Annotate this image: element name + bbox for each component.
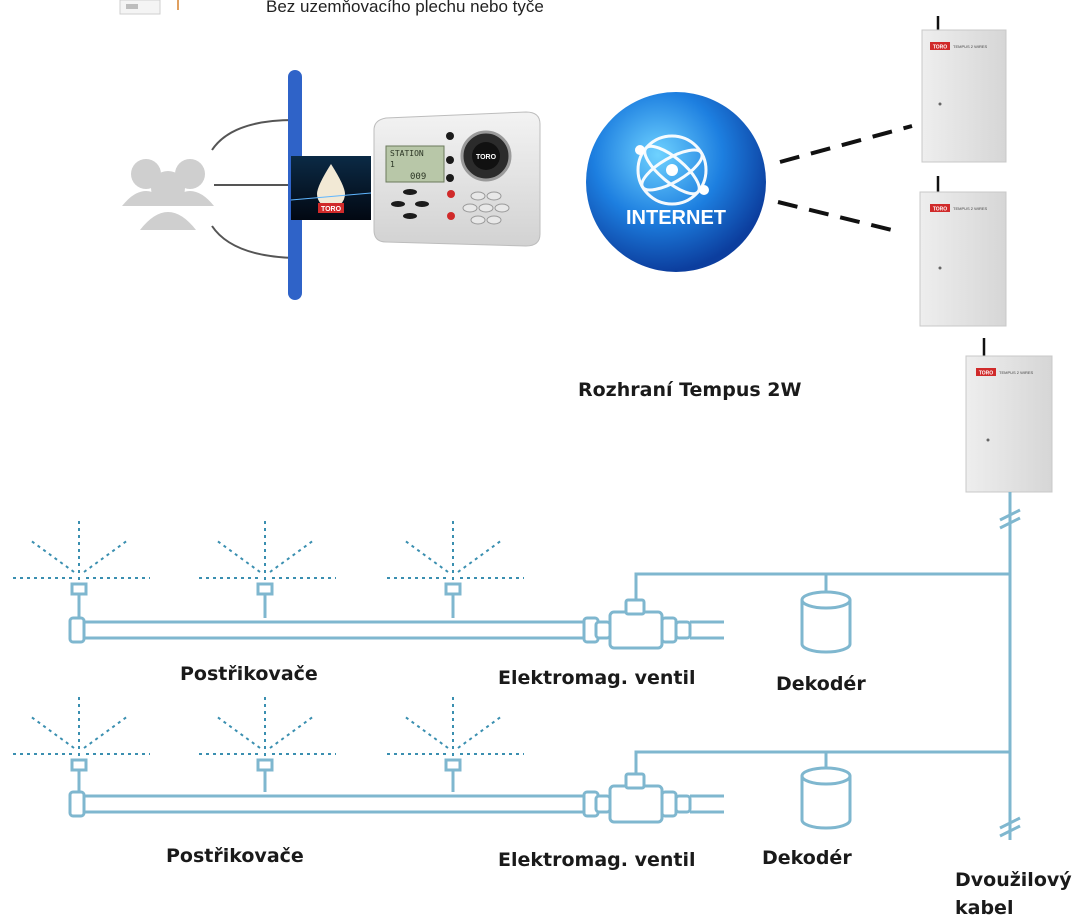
box1-model: TEMPUS 2 WIRES [953,44,988,49]
zone1-solenoid-valve-icon [608,598,724,650]
zone1-sprinkler-2 [196,520,336,618]
zone1-sprinkler-1 [10,520,150,618]
header-thumbnail-icon [119,0,179,15]
zone2-solenoid-valve-icon [608,772,724,824]
zone2-valve-label: Elektromag. ventil [498,849,695,871]
tempus-box-1: TORO TEMPUS 2 WIRES [921,16,1007,163]
zone1-sprinklers-label: Postřikovače [180,663,318,685]
zone2-sprinkler-2 [196,696,336,792]
box3-model: TEMPUS 2 WIRES [999,370,1034,375]
zone2-signal-wires [634,750,1010,776]
zone-1: Postřikovače Elektromag. ventil Dekodér [10,520,1010,695]
box2-brand: TORO [933,207,947,213]
users-icon [122,159,214,230]
controller-buttons [391,132,454,219]
zone2-decoder-label: Dekodér [762,847,852,869]
drop-brand-label: TORO [321,206,342,213]
internet-label: INTERNET [626,207,726,229]
water-drop-tile: TORO [290,156,372,220]
user-connector-wires [211,119,295,259]
display-line3: 009 [410,172,426,182]
zone2-decoder-icon [800,766,852,830]
zone1-sprinkler-3 [384,520,524,618]
zone1-signal-wires [634,572,1010,602]
box2-model: TEMPUS 2 WIRES [953,206,988,211]
display-line2: 1 [390,160,395,169]
two-wire-cable [999,492,1021,840]
zone2-sprinkler-3 [384,696,524,792]
zone1-pipe [68,616,612,644]
cable-label-line2: kabel [955,897,1013,919]
zone2-pipe [68,790,612,818]
dial-brand-label: TORO [476,154,497,161]
zone1-decoder-label: Dekodér [776,673,866,695]
wireless-links [777,124,913,234]
zone2-sprinklers-label: Postřikovače [166,845,304,867]
tempus-box-3: TORO TEMPUS 2 WIRES [965,338,1053,493]
controller-display [385,145,445,183]
internet-globe: INTERNET [586,92,766,272]
zone1-valve-label: Elektromag. ventil [498,667,695,689]
zone1-decoder-icon [800,590,852,654]
tempus-box-2: TORO TEMPUS 2 WIRES [919,176,1007,327]
box1-brand: TORO [933,45,947,51]
cable-label-line1: Dvoužilový [955,869,1072,891]
network-icon [636,134,708,206]
header-note: Bez uzemňovacího plechu nebo tyče [266,0,544,16]
tempus-interface-label: Rozhraní Tempus 2W [578,379,802,401]
display-line1: STATION [390,149,424,158]
zone-2: Postřikovače Elektromag. ventil Dekodér [10,696,1010,871]
irrigation-controller: STATION 1 009 TORO [373,111,541,247]
zone2-sprinkler-1 [10,696,150,792]
box3-brand: TORO [979,371,993,377]
